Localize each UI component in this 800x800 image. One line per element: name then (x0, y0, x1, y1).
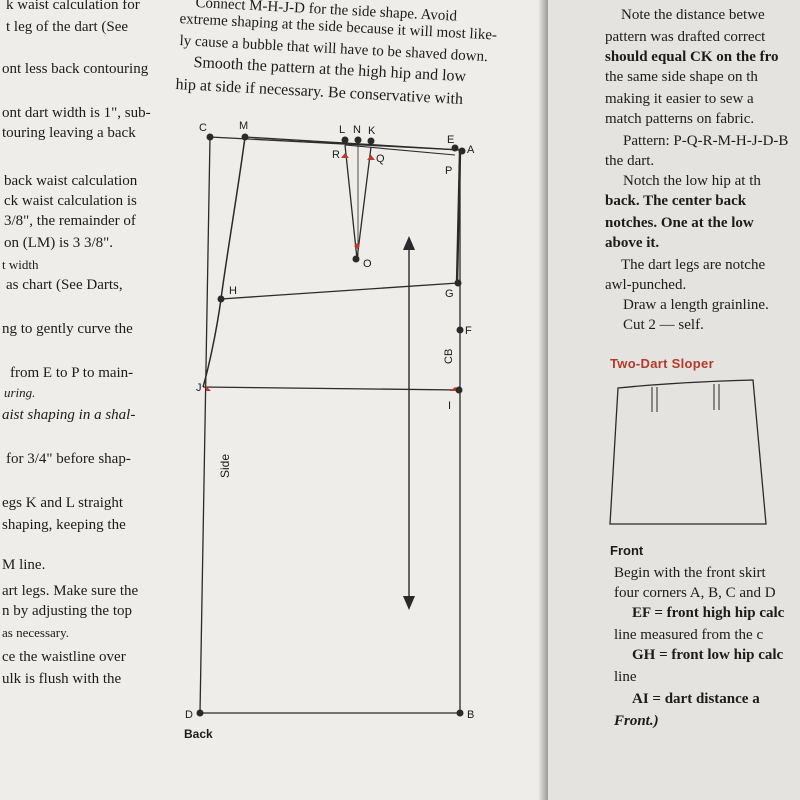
left-line: ont dart width is 1", sub- (2, 105, 151, 121)
right-line: above it. (605, 235, 660, 251)
left-line: aist shaping in a shal- (2, 407, 136, 423)
left-line: ulk is flush with the (2, 671, 122, 687)
point-label: J (196, 382, 202, 394)
diagram-caption: Back (184, 727, 213, 741)
right-line: notches. One at the low (605, 215, 754, 231)
point-label: D (185, 709, 193, 721)
right-line: Draw a length grainline. (623, 297, 769, 313)
left-line: n by adjusting the top (2, 603, 132, 619)
right-line: Note the distance betwe (621, 7, 765, 23)
left-line: art legs. Make sure the (2, 583, 139, 599)
right-line: pattern was drafted correct (605, 29, 766, 45)
left-line: on (LM) is 3 3/8". (4, 235, 114, 251)
right-line: making it easier to sew a (605, 91, 754, 107)
center-edge (199, 136, 211, 714)
front-line: four corners A, B, C and D (614, 585, 776, 601)
point-label: O (363, 258, 372, 270)
point-label: F (465, 325, 472, 337)
right-line: match patterns on fabric. (605, 111, 755, 127)
left-line: ng to gently curve the (2, 321, 133, 337)
left-line: ont less back contouring (2, 61, 149, 77)
right-line: Cut 2 — self. (623, 317, 704, 333)
left-line: as chart (See Darts, (6, 277, 123, 293)
left-line: 3/8", the remainder of (4, 213, 136, 229)
front-line: AI = dart distance a (632, 691, 760, 707)
point-label: P (445, 165, 452, 177)
left-line: t width (2, 257, 39, 272)
point-label: B (467, 709, 474, 721)
right-line: The dart legs are notche (621, 257, 766, 273)
point-label: M (239, 120, 248, 132)
left-line: ce the waistline over (2, 649, 126, 665)
left-line: as necessary. (2, 625, 70, 640)
front-heading: Front (610, 543, 644, 558)
right-line: Notch the low hip at th (623, 173, 761, 189)
front-line: Begin with the front skirt (614, 565, 766, 581)
point-label: K (368, 125, 376, 137)
front-line: GH = front low hip calc (632, 647, 784, 663)
point-label: Q (376, 153, 385, 165)
front-line: line measured from the c (614, 627, 764, 643)
left-line: uring. (4, 385, 36, 400)
cb-label: CB (443, 349, 455, 364)
point-label: A (467, 144, 475, 156)
left-line: egs K and L straight (2, 495, 124, 511)
left-line: ck waist calculation is (4, 193, 137, 209)
left-line: k waist calculation for (6, 0, 140, 13)
right-line: the dart. (605, 153, 655, 169)
right-line: back. The center back (605, 193, 747, 209)
side-label: Side (218, 454, 232, 478)
front-line: Front.) (614, 713, 659, 729)
point-label: C (199, 122, 207, 134)
sloper-illustration (609, 379, 767, 525)
front-line: EF = front high hip calc (632, 605, 785, 621)
left-line: back waist calculation (4, 173, 138, 189)
point-label: I (448, 400, 451, 412)
right-line: the same side shape on th (605, 69, 758, 85)
front-line: line (614, 669, 637, 685)
right-line: awl-punched. (605, 277, 687, 293)
right-line: Pattern: P-Q-R-M-H-J-D-B (623, 133, 789, 149)
left-line: for 3/4" before shap- (6, 451, 131, 467)
point-label: R (332, 149, 340, 161)
point-label: E (447, 134, 454, 146)
left-line: t leg of the dart (See (6, 19, 129, 35)
pattern-diagram: C M L N K E A R Q P O H G F J I D B Side… (185, 120, 475, 721)
point-label: N (353, 124, 361, 136)
point-label: G (445, 288, 454, 300)
point-label: H (229, 285, 237, 297)
sloper-title: Two-Dart Sloper (610, 356, 714, 371)
right-page: Note the distance betwe pattern was draf… (548, 0, 800, 800)
left-line: M line. (2, 557, 46, 573)
left-line: shaping, keeping the (2, 517, 126, 533)
point-label: L (339, 124, 345, 136)
left-page: k waist calculation for t leg of the dar… (0, 0, 548, 800)
left-line: touring leaving a back (2, 125, 136, 141)
left-line: from E to P to main- (10, 365, 134, 381)
right-line: should equal CK on the fro (605, 49, 779, 65)
